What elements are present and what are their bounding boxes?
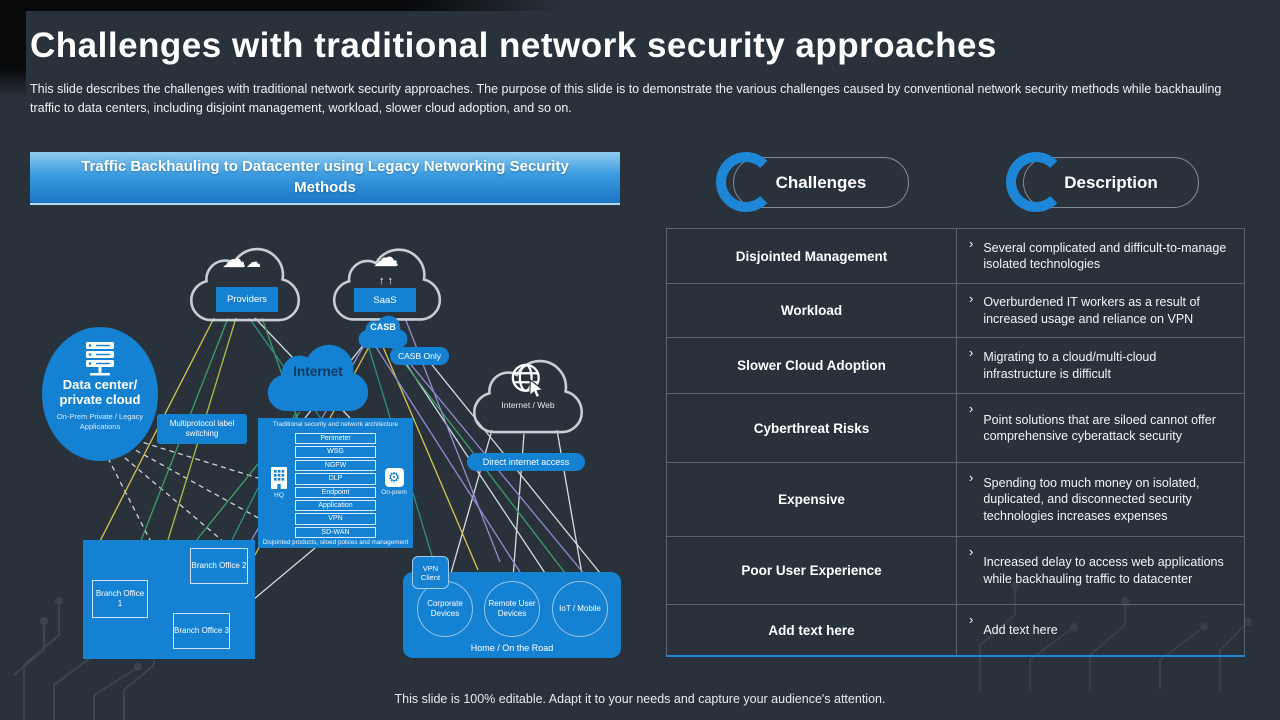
branch-office-1: Branch Office 1 — [92, 580, 148, 618]
challenge-cell: Cyberthreat Risks — [667, 394, 957, 462]
table-row: Slower Cloud Adoption ›Migrating to a cl… — [667, 338, 1244, 394]
mpls-box: Multiprotocol label switching — [157, 414, 247, 444]
home-on-the-road-box: Corporate Devices Remote User Devices Io… — [403, 572, 621, 658]
chevron-bullet: › — [968, 612, 974, 627]
challenges-header-arc — [716, 152, 776, 212]
table-row: Poor User Experience ›Increased delay to… — [667, 537, 1244, 605]
architecture-box: Traditional security and network archite… — [258, 418, 413, 548]
slide-description: This slide describes the challenges with… — [30, 82, 1222, 115]
table-accent-underline — [666, 655, 1245, 657]
challenge-cell-placeholder[interactable]: Add text here — [667, 605, 957, 656]
description-cell: ›Spending too much money on isolated, du… — [968, 470, 1200, 523]
diagram-banner: Traffic Backhauling to Datacenter using … — [30, 152, 620, 205]
arch-item: NGFW — [295, 459, 376, 472]
top-edge-decoration — [0, 0, 565, 11]
circuit-pattern — [979, 582, 1252, 690]
arch-item: Application — [295, 499, 376, 512]
chevron-bullet: › — [968, 470, 974, 485]
challenge-cell: Expensive — [667, 463, 957, 536]
corporate-devices-circle: Corporate Devices — [417, 581, 473, 637]
chevron-bullet: › — [968, 236, 974, 251]
table-row: Cyberthreat Risks ›Point solutions that … — [667, 394, 1244, 463]
challenge-cell: Poor User Experience — [667, 537, 957, 604]
branch-offices-box: Branch Office 2 Branch Office 1 Branch O… — [83, 540, 255, 659]
internet-web-label: Internet / Web — [501, 400, 555, 410]
table-row: Disjointed Management ›Several complicat… — [667, 229, 1244, 284]
footer-note: This slide is 100% editable. Adapt it to… — [394, 692, 886, 706]
providers-label: Providers — [216, 287, 278, 312]
saas-cloud-icon: ☁ ↑↑ — [373, 242, 399, 287]
internet-label: Internet — [293, 364, 343, 379]
arch-item: Endpoint — [295, 486, 376, 498]
challenges-table: Disjointed Management ›Several complicat… — [666, 228, 1245, 656]
table-row: Workload ›Overburdened IT workers as a r… — [667, 284, 1244, 338]
providers-cloud-icon: ☁☁ — [222, 246, 261, 273]
description-cell: ›Increased delay to access web applicati… — [968, 544, 1224, 586]
branch-office-2: Branch Office 2 — [190, 548, 248, 584]
arch-item: VPN — [295, 513, 376, 525]
page-title: Challenges with traditional network secu… — [30, 26, 997, 65]
datacenter-node: Data center/ private cloud On-Prem Priva… — [42, 327, 158, 461]
arch-item: SD-WAN — [295, 526, 376, 539]
description-cell-placeholder[interactable]: ›Add text here — [968, 612, 1058, 638]
left-edge-decoration — [0, 0, 26, 98]
direct-internet-access-pill: Direct internet access — [467, 453, 585, 471]
gear-icon: ⚙ — [384, 468, 404, 487]
arch-item: Perimeter — [295, 433, 376, 445]
iot-mobile-circle: IoT / Mobile — [552, 581, 608, 637]
description-cell: ›Migrating to a cloud/multi-cloud infras… — [968, 345, 1157, 381]
arch-item: DLP — [295, 473, 376, 485]
architecture-stack: Perimeter WSG NGFW DLP Endpoint Applicat… — [295, 433, 376, 540]
server-icon — [86, 342, 114, 376]
vpn-client-box: VPN Client — [412, 556, 449, 589]
chevron-bullet: › — [968, 291, 974, 306]
description-cell: ›Overburdened IT workers as a result of … — [968, 291, 1200, 326]
description-cell: ›Several complicated and difficult-to-ma… — [968, 236, 1227, 271]
challenge-cell: Slower Cloud Adoption — [667, 338, 957, 393]
table-row: Add text here ›Add text here — [667, 605, 1244, 656]
onprem-node: ⚙ On-prem — [378, 468, 410, 496]
saas-label: SaaS — [354, 288, 416, 312]
remote-user-devices-circle: Remote User Devices — [484, 581, 540, 637]
onprem-label: On-prem — [381, 489, 407, 496]
architecture-title: Traditional security and network archite… — [272, 421, 399, 428]
casb-label: CASB — [370, 322, 396, 332]
branch-office-3: Branch Office 3 — [173, 613, 230, 649]
hq-node: HQ — [266, 466, 292, 499]
datacenter-title: Data center/ private cloud — [59, 377, 141, 407]
challenge-cell: Disjointed Management — [667, 229, 957, 283]
description-cell: ›Point solutions that are siloed cannot … — [968, 401, 1216, 443]
chevron-bullet: › — [968, 345, 974, 360]
casb-only-pill: CASB Only — [390, 347, 449, 365]
building-icon — [271, 467, 287, 489]
globe-cursor-icon — [511, 363, 544, 398]
challenge-cell: Workload — [667, 284, 957, 337]
hq-label: HQ — [274, 492, 284, 499]
home-caption: Home / On the Road — [470, 643, 554, 653]
architecture-caption: Disjointed products, siloed polices and … — [262, 539, 409, 546]
description-header-arc — [1006, 152, 1066, 212]
datacenter-subtitle: On-Prem Private / Legacy Applications — [56, 411, 144, 431]
chevron-bullet: › — [968, 401, 974, 416]
chevron-bullet: › — [968, 544, 974, 559]
table-row: Expensive ›Spending too much money on is… — [667, 463, 1244, 537]
arch-item: WSG — [295, 446, 376, 458]
